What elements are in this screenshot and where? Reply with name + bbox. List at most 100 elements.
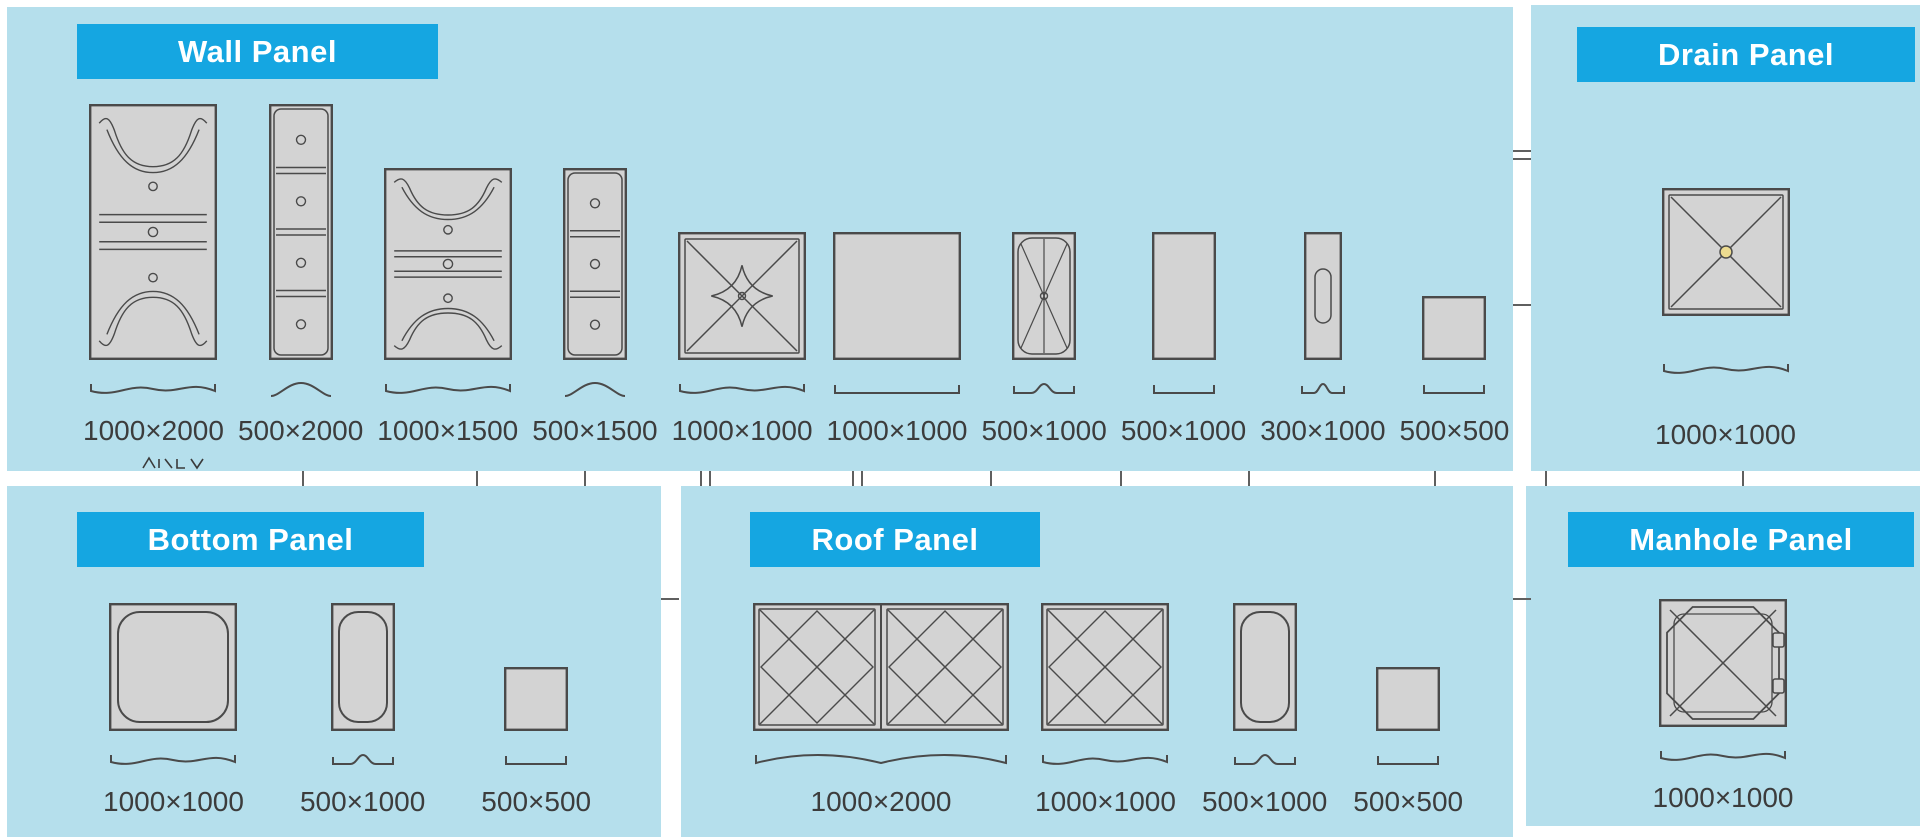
rounded-inset-rect-glyph: [1232, 602, 1297, 731]
profile-bracket-arch: [270, 381, 331, 397]
profile-bracket-wave: [110, 754, 237, 765]
crop-tick: [476, 471, 478, 486]
panel-item: 1000×1000: [826, 231, 968, 447]
profile-bracket-wave: [1042, 754, 1169, 765]
dished-square-glyph: [678, 231, 807, 360]
crop-tick: [1434, 471, 1436, 486]
panel-item: 1000×2000: [83, 103, 224, 447]
bottom-panel-row: 1000×1000 500×1000 500×500: [103, 602, 592, 818]
crop-tick: [861, 471, 863, 486]
size-label: 300×1000: [1260, 414, 1386, 446]
rounded-inset-rect-glyph: [330, 602, 395, 731]
wall-panel-badge: Wall Panel: [77, 24, 438, 79]
profile-bracket-wave: [90, 383, 217, 394]
crop-tick: [700, 471, 702, 486]
slot-glyph: [1303, 231, 1342, 360]
panel-item: 500×500: [481, 666, 592, 818]
manhole-glyph: [1659, 598, 1787, 727]
size-label: 500×1000: [1201, 785, 1328, 817]
panel-item: 500×2000: [237, 103, 364, 447]
size-label: 1000×1000: [1655, 418, 1796, 450]
size-label: 1000×1000: [671, 414, 813, 446]
section-manhole-panel: Manhole Panel 1000×1000: [1526, 486, 1920, 826]
profile-bracket-flat: [1152, 384, 1215, 394]
panel-item: 1000×1000: [1655, 187, 1796, 451]
size-label: 1000×1000: [826, 414, 968, 446]
profile-bracket-arch: [564, 381, 626, 397]
manhole-panel-row: 1000×1000: [1526, 598, 1920, 814]
size-label: 1000×2000: [83, 414, 224, 446]
profile-bracket-bump: [1013, 382, 1076, 394]
bottom-panel-badge: Bottom Panel: [77, 512, 424, 567]
size-label: 500×1000: [981, 414, 1107, 446]
profile-bracket-bump: [1300, 382, 1345, 394]
profile-bracket-flat: [1423, 384, 1486, 394]
crop-tick: [302, 471, 304, 486]
flat-glyph: [833, 231, 961, 360]
drain-panel-badge: Drain Panel: [1577, 27, 1915, 82]
panel-item: 500×500: [1353, 666, 1464, 818]
size-label: 500×1500: [532, 414, 658, 446]
profile-bracket-wave2: [755, 753, 1007, 765]
ribbed-narrow-4-glyph: [268, 103, 333, 360]
size-label: 1000×1000: [103, 785, 244, 817]
section-bottom-panel: Bottom Panel 1000×1000 500×1000 500×500: [7, 486, 661, 837]
size-label: 500×500: [481, 785, 592, 817]
crop-tick: [661, 598, 679, 600]
panel-item: 500×1500: [532, 167, 658, 447]
panel-item: 500×500: [1399, 295, 1510, 447]
flat-glyph: [1422, 295, 1487, 360]
profile-bracket-wave: [1662, 363, 1789, 374]
crop-tick: [584, 471, 586, 486]
crop-tick: [1742, 471, 1744, 486]
panel-item: 1000×1000: [1035, 602, 1176, 818]
drain-panel-row: 1000×1000: [1531, 187, 1920, 451]
roof-panel-badge: Roof Panel: [750, 512, 1040, 567]
flat-glyph: [1376, 666, 1441, 731]
cropped-text-artifact: [142, 456, 204, 470]
ribbed-wide-glyph: [89, 103, 218, 360]
profile-bracket-flat: [1377, 755, 1440, 765]
size-label: 500×1000: [1120, 414, 1247, 446]
flat-glyph: [1151, 231, 1216, 360]
panel-item: 1000×1000: [671, 231, 813, 447]
size-label: 500×500: [1399, 414, 1510, 446]
roof-x-glyph: [1041, 602, 1170, 731]
roof-x-double-glyph: [753, 602, 1009, 731]
size-label: 500×2000: [237, 414, 364, 446]
bottom-panel-title: Bottom Panel: [147, 521, 354, 557]
size-label: 1000×1000: [1652, 781, 1794, 813]
panel-item: 500×1000: [981, 231, 1107, 447]
wall-panel-title: Wall Panel: [178, 33, 337, 69]
crop-tick: [1120, 471, 1122, 486]
profile-bracket-wave: [1660, 750, 1786, 761]
panel-item: 500×1000: [300, 602, 425, 818]
crop-tick: [1513, 150, 1531, 152]
profile-bracket-flat: [505, 755, 568, 765]
rounded-inset-square-glyph: [109, 602, 238, 731]
size-label: 1000×2000: [810, 785, 952, 817]
crop-tick: [852, 471, 854, 486]
manhole-panel-badge: Manhole Panel: [1568, 512, 1914, 567]
flat-glyph: [504, 666, 569, 731]
profile-bracket-bump: [331, 753, 394, 765]
size-label: 1000×1000: [1035, 785, 1176, 817]
dished-rect-glyph: [1012, 231, 1077, 360]
crop-tick: [1513, 598, 1531, 600]
crop-tick: [1248, 471, 1250, 486]
crop-tick: [1545, 471, 1547, 486]
panel-item: 1000×2000: [753, 602, 1009, 818]
crop-tick: [1513, 304, 1531, 306]
ribbed-narrow-3-glyph: [562, 167, 627, 360]
manhole-panel-title: Manhole Panel: [1629, 521, 1853, 557]
profile-bracket-wave: [384, 383, 511, 394]
crop-tick: [990, 471, 992, 486]
panel-item: 300×1000: [1260, 231, 1386, 447]
crop-tick: [1513, 158, 1531, 160]
drain-panel-title: Drain Panel: [1657, 36, 1835, 72]
panel-item: 500×1000: [1201, 602, 1328, 818]
size-label: 500×500: [1353, 785, 1464, 817]
